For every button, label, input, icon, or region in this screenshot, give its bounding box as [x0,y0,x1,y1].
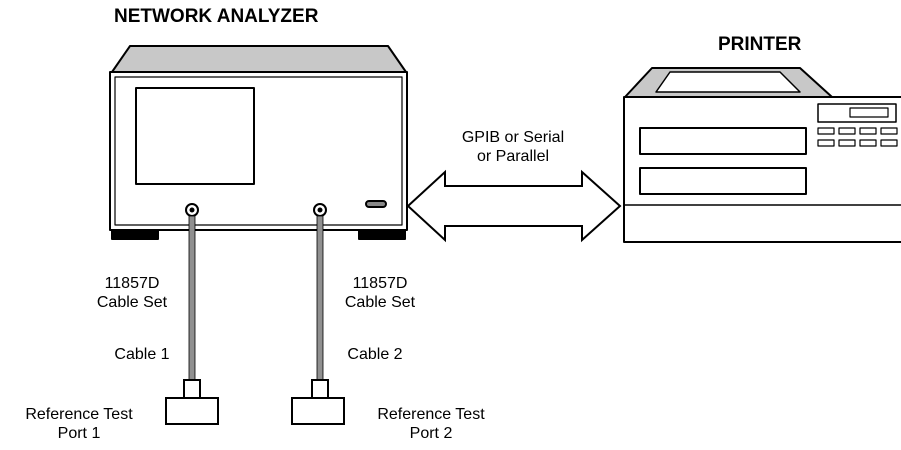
printer-paper-slot [655,71,801,93]
analyzer-display-screen [135,87,255,185]
cable-2 [316,215,324,383]
port1-reference-line2: Port 1 [57,425,101,442]
port2-cable-label: Cable 2 [347,346,403,363]
analyzer-top-panel [111,45,407,73]
port1-cable-set-line1: 11857D [104,275,160,292]
printer-paper-tray-upper [639,127,807,155]
cable-1 [188,215,196,383]
port2-cable-set-line1: 11857D [352,275,408,292]
connection-label-line2: or Parallel [476,148,550,165]
connection-arrow [406,169,622,243]
printer [623,67,901,243]
analyzer-foot-left [111,229,159,240]
printer-buttons [817,127,898,147]
port2-cable-set-line2: Cable Set [344,294,416,311]
network-analyzer [109,45,408,240]
analyzer-foot-right [358,229,406,240]
reference-test-port-1 [165,379,219,425]
port2-reference-line1: Reference Test [377,406,485,423]
port1-reference-line1: Reference Test [25,406,133,423]
analyzer-title: NETWORK ANALYZER [114,6,319,27]
reference-test-port-2 [291,379,345,425]
port2-reference-line2: Port 2 [409,425,453,442]
connection-label-line1: GPIB or Serial [461,129,565,146]
printer-paper-tray-lower [639,167,807,195]
port1-cable-label: Cable 1 [114,346,170,363]
printer-title: PRINTER [718,34,802,55]
analyzer-switch [365,200,387,208]
analyzer-front-bezel [114,76,403,226]
port1-cable-set-line2: Cable Set [96,294,168,311]
